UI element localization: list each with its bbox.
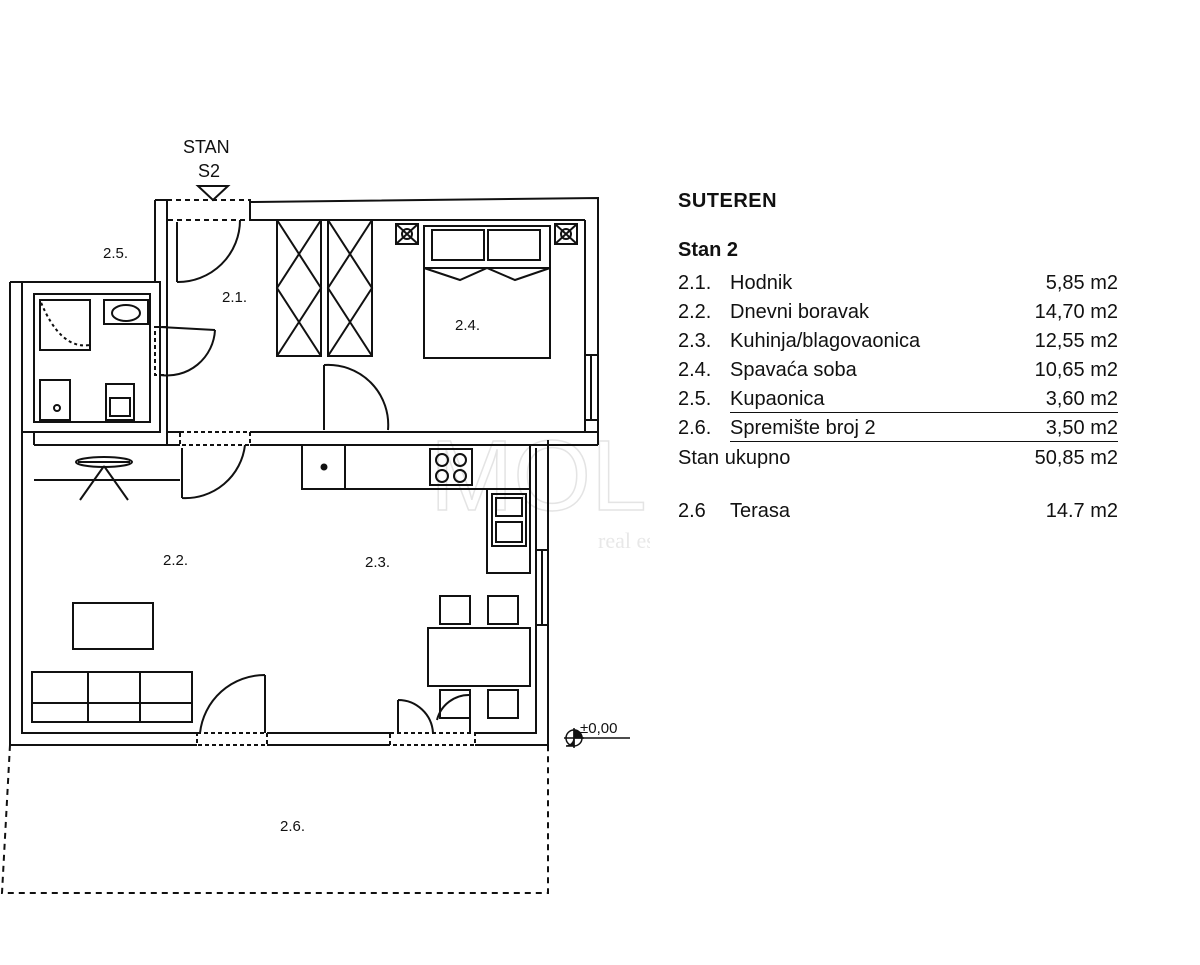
legend-row-name: Hodnik: [730, 272, 793, 294]
legend-row-area: 3,60 m2: [1045, 388, 1118, 410]
bedroom-door: [323, 363, 390, 431]
legend-title: SUTEREN: [678, 190, 778, 212]
legend-terrace-area: 14.7 m2: [1045, 500, 1118, 522]
living-door: [181, 444, 246, 500]
legend-row: 2.5. Kupaonica 3,60 m2: [678, 382, 1118, 413]
legend-row-name: Spremište broj 2: [730, 417, 876, 439]
legend-row-num: 2.5.: [678, 388, 712, 410]
washbasin: [103, 299, 149, 325]
entrance-door: [176, 219, 241, 284]
legend-row-name: Kupaonica: [730, 388, 825, 410]
legend-row-num: 2.1.: [678, 272, 712, 294]
level-label: ±0,00: [580, 720, 617, 737]
legend-terrace: 2.6 Terasa 14.7 m2: [678, 500, 1118, 523]
legend-row: 2.3. Kuhinja/blagovaonica 12,55 m2: [678, 324, 1118, 353]
terrace-door-2: [397, 698, 434, 734]
legend-terrace-num: 2.6: [678, 500, 706, 522]
level-marker: [564, 728, 630, 748]
coffee-table: [72, 602, 154, 650]
room-label-2-4: 2.4.: [455, 317, 480, 334]
bed: [423, 225, 551, 359]
legend-row: 2.2. Dnevni boravak 14,70 m2: [678, 295, 1118, 324]
room-label-2-6: 2.6.: [280, 818, 305, 835]
wall-top: [154, 196, 599, 445]
legend-total-area: 50,85 m2: [1034, 447, 1118, 469]
legend-row-area: 12,55 m2: [1034, 330, 1118, 352]
shower: [38, 299, 91, 347]
entrance-arrow: [195, 185, 231, 202]
legend-row-num: 2.3.: [678, 330, 712, 352]
legend-total-name: Stan ukupno: [678, 447, 791, 469]
stove: [429, 448, 473, 486]
legend-row-num: 2.4.: [678, 359, 712, 381]
room-label-2-2: 2.2.: [163, 552, 188, 569]
legend-row-area: 10,65 m2: [1034, 359, 1118, 381]
room-label-2-3: 2.3.: [365, 554, 390, 571]
legend-row-area: 5,85 m2: [1045, 272, 1118, 294]
legend-row-name: Spavaća soba: [730, 359, 857, 381]
entrance-label-line2: S2: [198, 161, 220, 181]
legend-row: 2.4. Spavaća soba 10,65 m2: [678, 353, 1118, 382]
legend-row-num: 2.2.: [678, 301, 712, 323]
legend-row-name: Dnevni boravak: [730, 301, 869, 323]
watermark-brand: MOLO: [430, 420, 650, 532]
toilet: [105, 383, 135, 421]
terrace-outline: [0, 744, 549, 894]
sofa: [31, 671, 193, 723]
wardrobe: [276, 219, 322, 357]
legend-row: 2.1. Hodnik 5,85 m2: [678, 266, 1118, 295]
legend-row: 2.6. Spremište broj 2 3,50 m2: [678, 411, 1118, 442]
entrance-label-line1: STAN: [183, 137, 230, 157]
floor-plan: MOLO real estate: [0, 137, 650, 894]
legend-subtitle: Stan 2: [678, 239, 739, 261]
legend-row-num: 2.6.: [678, 417, 712, 439]
room-label-2-5: 2.5.: [103, 245, 128, 262]
sink: [491, 493, 527, 547]
room-legend: SUTEREN Stan 2 2.1. Hodnik 5,85 m2 2.2. …: [678, 190, 1118, 523]
legend-row-area: 14,70 m2: [1034, 301, 1118, 323]
terrace-door-1: [199, 673, 266, 734]
legend-terrace-name: Terasa: [730, 500, 791, 522]
legend-row-area: 3,50 m2: [1045, 417, 1118, 439]
legend-row-name: Kuhinja/blagovaonica: [730, 330, 921, 352]
bathroom-door: [159, 326, 216, 377]
dining-table: [427, 627, 531, 687]
legend-total: Stan ukupno 50,85 m2: [678, 440, 1118, 470]
watermark-sub: real estate: [598, 528, 650, 553]
kitchen-counter: [301, 444, 531, 490]
room-label-2-1: 2.1.: [222, 289, 247, 306]
wall-bathroom: [21, 281, 161, 433]
